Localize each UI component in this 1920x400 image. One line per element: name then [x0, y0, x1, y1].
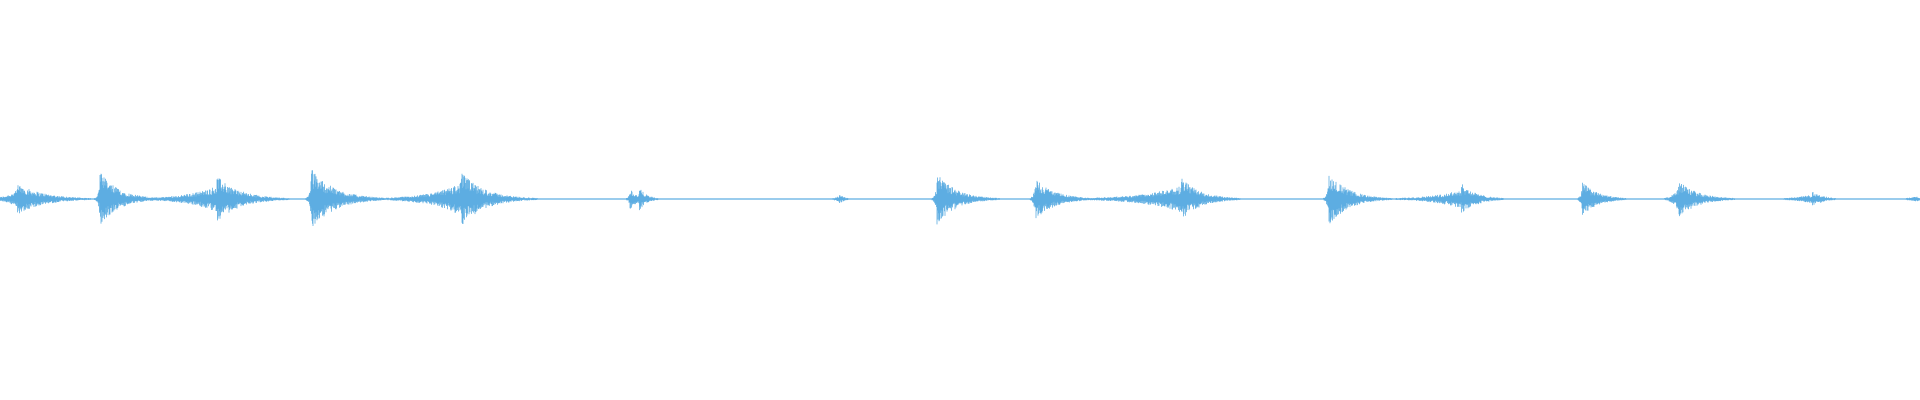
waveform-samples	[0, 170, 1920, 226]
waveform-path	[0, 170, 1920, 226]
